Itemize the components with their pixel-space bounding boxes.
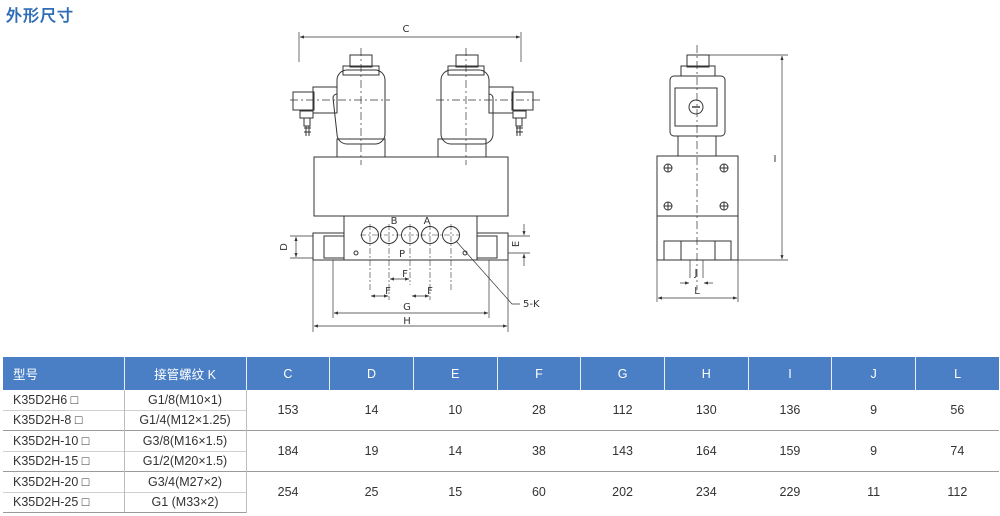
model-cell: K35D2H-15 □ (3, 450, 124, 472)
value-cell-c: 254 (245, 471, 330, 513)
header-g: G (580, 357, 665, 390)
table-row: K35D2H-15 □ G1/2(M20×1.5) (3, 450, 999, 472)
port-label-b: B (391, 216, 398, 227)
header-f: F (497, 357, 582, 390)
dim-label-h: H (403, 316, 411, 327)
value-cell-j: 11 (831, 471, 916, 513)
model-cell: K35D2H-10 □ (3, 430, 124, 451)
value-cell-i: 229 (748, 471, 832, 513)
thread-cell: G1/8(M10×1) (123, 390, 246, 410)
port-label-a: A (424, 216, 431, 227)
model-cell: K35D2H6 □ (13, 392, 79, 407)
value-cell-e: 15 (413, 471, 498, 513)
value-cell-i: 159 (748, 430, 832, 472)
table-row: K35D2H-25 □ G1 (M33×2) (3, 491, 999, 513)
dim-label-g: G (403, 302, 411, 313)
value-cell-l: 74 (915, 430, 1000, 472)
dim-label-l: L (694, 286, 700, 297)
header-j: J (831, 357, 916, 390)
model-cell: K35D2H-25 □ (3, 491, 124, 513)
spec-table: 型号 接管螺纹 K C D E F G H I J L K35D2H6 □ G1… (3, 357, 1000, 513)
dim-label-d: D (279, 243, 290, 251)
value-cell-f: 28 (531, 403, 546, 417)
dim-label-f-top: F (402, 269, 408, 280)
value-cell-i: 136 (779, 403, 801, 417)
value-cell-e: 10 (448, 403, 463, 417)
dimension-drawing: C D E B A P F F F G H 5-K (279, 24, 788, 332)
value-cell-l: 112 (915, 471, 1000, 513)
value-cell-c: 184 (245, 430, 330, 472)
dim-label-f-left: F (385, 286, 391, 297)
dim-label-c: C (403, 24, 410, 35)
value-cell-f: 38 (497, 430, 581, 472)
value-cell-g: 112 (612, 403, 633, 417)
value-cell-g: 202 (580, 471, 665, 513)
thread-cell: G1/4(M12×1.25) (123, 409, 246, 431)
page-title: 外形尺寸 (6, 6, 75, 25)
value-cell-d: 14 (364, 403, 379, 417)
side-view (656, 45, 788, 302)
table-row: K35D2H-20 □ G3/4(M27×2) 254 25 15 60 202… (3, 471, 1000, 513)
value-cell-e: 14 (413, 430, 498, 472)
value-cell-d: 25 (329, 471, 414, 513)
header-l: L (915, 357, 1000, 390)
value-cell-h: 164 (664, 430, 749, 472)
table-row: K35D2H6 □ G1/8(M10×1) 153 14 10 28 112 1… (3, 390, 999, 431)
value-cell-g: 143 (580, 430, 665, 472)
table-row: K35D2H-10 □ G3/8(M16×1.5) 184 19 14 38 1… (3, 430, 1000, 472)
thread-cell: G1/2(M20×1.5) (123, 450, 246, 472)
value-cell-l: 56 (950, 403, 965, 417)
thread-cell: G3/4(M27×2) (123, 471, 246, 492)
table-row: K35D2H-8 □ G1/4(M12×1.25) (3, 409, 999, 431)
value-cell-j: 9 (870, 403, 878, 417)
dim-label-j: J (694, 268, 698, 279)
header-i: I (748, 357, 833, 390)
header-c: C (246, 357, 331, 390)
dim-label-e: E (511, 241, 522, 247)
value-cell-j: 9 (831, 430, 916, 472)
dim-label-5k: 5-K (523, 299, 540, 310)
front-view (290, 32, 540, 332)
port-label-p: P (399, 249, 405, 260)
header-h: H (664, 357, 749, 390)
value-cell-c: 153 (245, 390, 330, 431)
dim-label-i: I (774, 154, 777, 165)
thread-cell: G1 (M33×2) (123, 491, 246, 513)
header-e: E (413, 357, 498, 390)
model-cell: K35D2H-20 □ (3, 471, 124, 492)
header-model: 型号 (3, 357, 125, 390)
value-cell-d: 19 (329, 430, 414, 472)
header-d: D (329, 357, 414, 390)
table-header-row: 型号 接管螺纹 K C D E F G H I J L (3, 357, 1000, 390)
dim-label-f-right: F (427, 286, 433, 297)
value-cell-h: 234 (664, 471, 749, 513)
thread-cell: G3/8(M16×1.5) (123, 430, 246, 451)
value-cell-h: 130 (695, 403, 717, 417)
value-cell-f: 60 (497, 471, 581, 513)
header-thread: 接管螺纹 K (124, 357, 247, 390)
model-cell: K35D2H-8 □ (3, 409, 124, 431)
